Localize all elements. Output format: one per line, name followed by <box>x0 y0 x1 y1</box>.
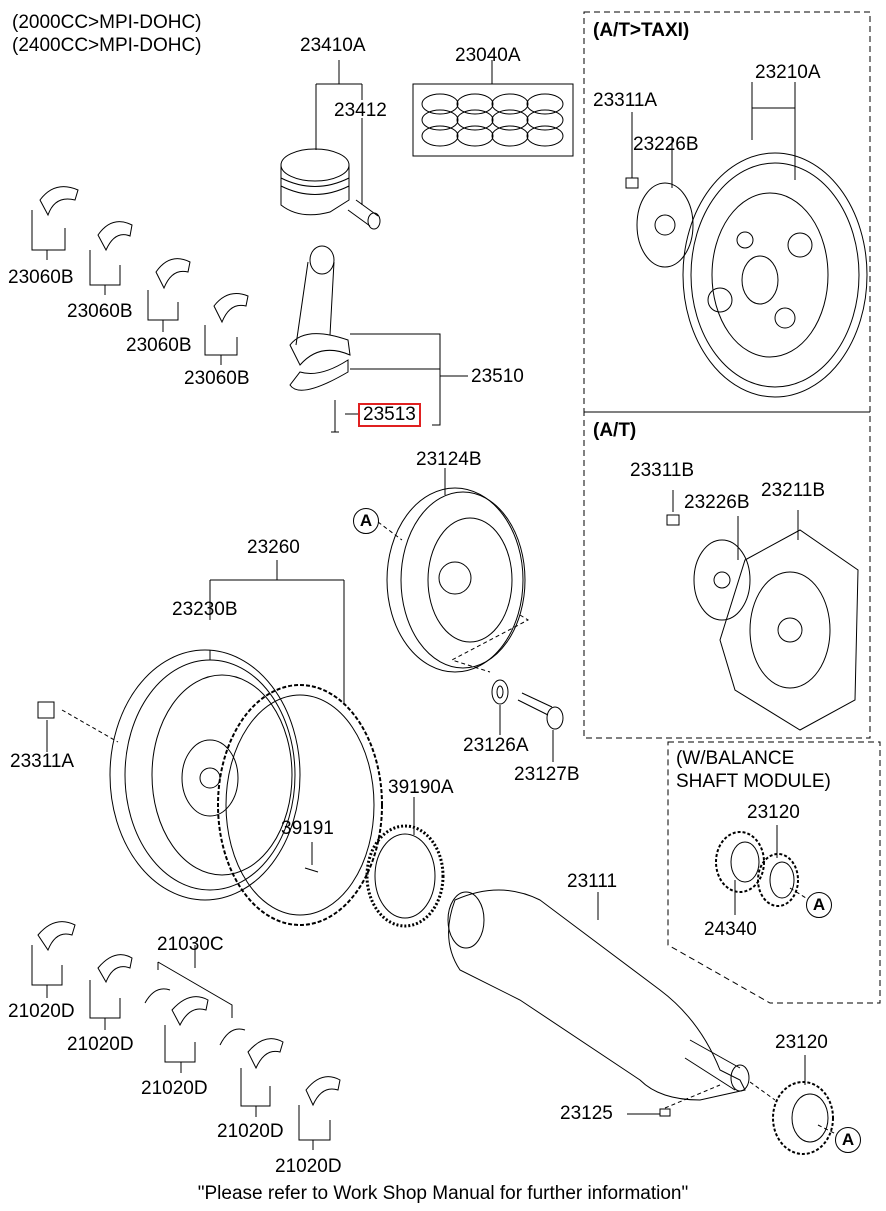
part-label-21020D-4[interactable]: 21020D <box>217 1121 284 1142</box>
part-label-23060B-4[interactable]: 23060B <box>184 368 250 389</box>
part-label-23510[interactable]: 23510 <box>471 366 524 387</box>
engine-variant-1: (2000CC>MPI-DOHC) <box>12 12 202 33</box>
piston-pin-icon <box>347 199 381 230</box>
taxi-drive-plate-icon <box>682 152 868 398</box>
part-label-23211B[interactable]: 23211B <box>761 480 826 501</box>
part-label-23125[interactable]: 23125 <box>560 1103 613 1124</box>
part-label-23120-crank[interactable]: 23120 <box>775 1032 828 1053</box>
taxi-plate-icon <box>636 182 694 268</box>
piston-rings-icon <box>421 93 564 147</box>
part-label-39190A[interactable]: 39190A <box>388 777 454 798</box>
ring-gear-icon <box>217 684 383 926</box>
part-label-23124B[interactable]: 23124B <box>416 449 482 470</box>
part-label-23060B-3[interactable]: 23060B <box>126 335 192 356</box>
part-label-21020D-1[interactable]: 21020D <box>8 1001 75 1022</box>
part-label-23060B-2[interactable]: 23060B <box>67 301 133 322</box>
flywheel-icon <box>109 649 301 901</box>
part-label-24340[interactable]: 24340 <box>704 919 757 940</box>
part-label-23311A[interactable]: 23311A <box>10 751 75 772</box>
connecting-rod-icon <box>289 245 351 433</box>
main-bearings-icon <box>31 921 341 1150</box>
part-label-23060B-1[interactable]: 23060B <box>8 267 74 288</box>
footer-note: "Please refer to Work Shop Manual for fu… <box>197 1183 689 1204</box>
crank-sprocket-icon <box>772 1081 834 1155</box>
crank-key-icon <box>659 1108 671 1117</box>
part-label-23311B[interactable]: 23311B <box>630 460 695 481</box>
reference-marker-a-balance: A <box>806 892 832 918</box>
reference-marker-a-crank: A <box>835 1127 861 1153</box>
part-label-23127B[interactable]: 23127B <box>514 764 580 785</box>
part-label-23120-balance[interactable]: 23120 <box>747 802 800 823</box>
part-label-23210A[interactable]: 23210A <box>755 62 821 83</box>
taxi-bolt-icon <box>625 177 639 189</box>
part-label-23111[interactable]: 23111 <box>567 871 618 892</box>
group-title-balance-shaft-2: SHAFT MODULE) <box>676 771 831 792</box>
group-box-at-taxi <box>583 11 871 413</box>
part-label-23412[interactable]: 23412 <box>334 100 387 121</box>
group-box-at <box>583 411 871 739</box>
group-title-balance-shaft-1: (W/BALANCE <box>676 748 795 769</box>
part-label-23260[interactable]: 23260 <box>247 537 300 558</box>
group-box-balance-shaft <box>667 741 881 1004</box>
piston-ring-set-box <box>412 83 574 157</box>
part-label-39191[interactable]: 39191 <box>281 818 334 839</box>
conrod-bearings-icon <box>31 186 249 365</box>
at-bolt-icon <box>666 514 680 526</box>
at-drive-plate-icon <box>719 529 859 731</box>
part-label-21020D-5[interactable]: 21020D <box>275 1156 342 1177</box>
crankshaft-icon <box>447 889 750 1101</box>
engine-variant-2: (2400CC>MPI-DOHC) <box>12 35 202 56</box>
part-label-23226B-at[interactable]: 23226B <box>684 492 750 513</box>
part-label-21020D-2[interactable]: 21020D <box>67 1034 134 1055</box>
thrust-bearing-icon <box>144 988 246 1046</box>
flywheel-bolt-icon <box>37 701 55 719</box>
sensor-wheel-screw-icon <box>304 867 319 873</box>
balance-sprocket-icon <box>757 853 799 907</box>
part-label-23126A[interactable]: 23126A <box>463 735 529 756</box>
group-title-at: (A/T) <box>593 420 637 441</box>
pulley-washer-icon <box>491 679 509 705</box>
reference-marker-a-pulley: A <box>353 508 379 534</box>
damper-pulley-icon <box>386 487 526 673</box>
part-label-23410A[interactable]: 23410A <box>300 35 366 56</box>
group-title-at-taxi: (A/T>TAXI) <box>593 20 690 41</box>
part-label-23311A-taxi[interactable]: 23311A <box>593 90 658 111</box>
sensor-wheel-icon <box>365 824 445 928</box>
part-label-23513-highlighted[interactable]: 23513 <box>358 403 421 427</box>
part-label-23230B[interactable]: 23230B <box>172 599 238 620</box>
pulley-bolt-icon <box>517 692 564 730</box>
piston-icon <box>280 148 350 216</box>
at-plate-icon <box>693 539 751 621</box>
balance-gear-icon <box>715 831 765 893</box>
part-label-23226B-taxi[interactable]: 23226B <box>633 134 699 155</box>
part-label-23040A[interactable]: 23040A <box>455 45 521 66</box>
part-label-21020D-3[interactable]: 21020D <box>141 1078 208 1099</box>
part-label-21030C[interactable]: 21030C <box>157 934 224 955</box>
